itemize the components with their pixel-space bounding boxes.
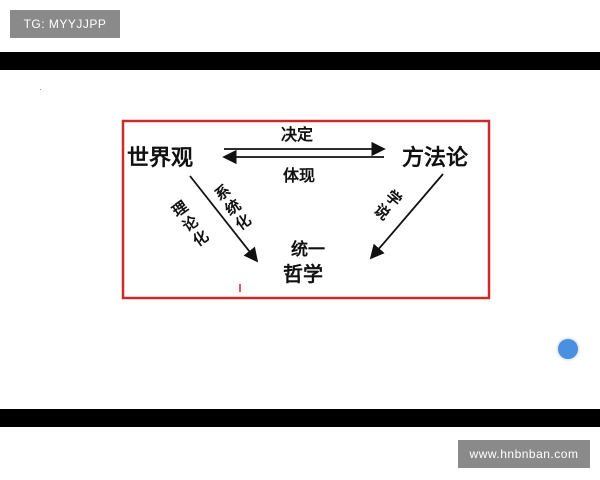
bottom-black-bar (0, 409, 600, 427)
node-philosophy-line1: 统一 (291, 239, 325, 260)
label-embodies: 体现 (283, 166, 315, 185)
stray-dot (40, 89, 41, 90)
arrow-worldview-to-philosophy (189, 175, 259, 263)
node-methodology: 方法论 (402, 145, 469, 171)
watermark-top: TG: MYYJJPP (10, 10, 120, 38)
top-black-bar (0, 52, 600, 70)
node-philosophy-line2: 哲学 (283, 262, 323, 286)
arrow-methodology-to-philosophy (369, 173, 444, 260)
label-decides: 决定 (281, 125, 313, 144)
watermark-bottom: www.hnbnban.com (458, 440, 590, 468)
diagram-frame (121, 119, 491, 300)
label-systematize: 系 统 化 (211, 181, 254, 234)
blue-circle-icon[interactable] (558, 339, 578, 359)
node-worldview: 世界观 (127, 145, 193, 171)
